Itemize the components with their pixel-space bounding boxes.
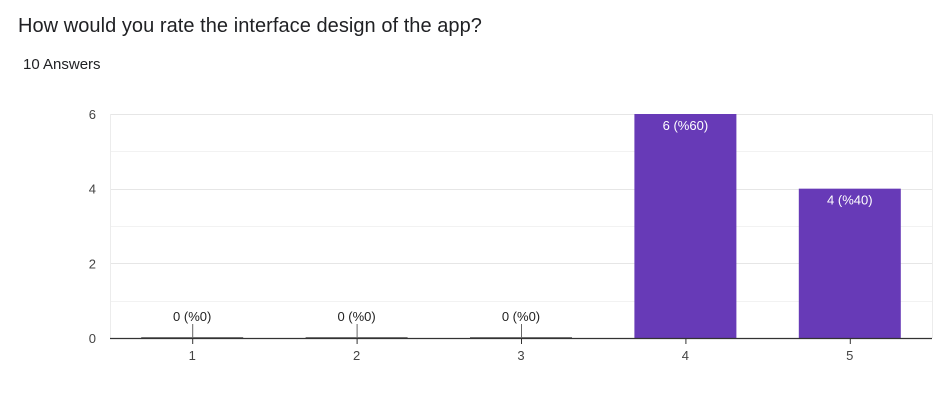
- y-tick-label: 6: [89, 107, 96, 122]
- data-labels: 0 (%0) 0 (%0) 0 (%0) 6 (%60) 4 (%40): [173, 118, 873, 338]
- data-label: 4 (%40): [827, 193, 873, 208]
- data-label: 0 (%0): [173, 309, 211, 324]
- grid-lines: [110, 114, 933, 338]
- data-label: 0 (%0): [337, 309, 375, 324]
- question-title: How would you rate the interface design …: [18, 15, 482, 37]
- x-tick-label: 2: [353, 348, 360, 363]
- data-label: 6 (%60): [663, 118, 709, 133]
- y-tick-label: 0: [89, 331, 96, 346]
- axes: 0 2 4 6 1 2 3 4 5: [89, 107, 932, 363]
- bar: [634, 114, 737, 338]
- x-tick-label: 4: [682, 348, 689, 363]
- bars: [141, 114, 901, 339]
- y-tick-label: 4: [89, 182, 96, 197]
- answers-count: 10 Answers: [23, 56, 101, 73]
- y-tick-label: 2: [89, 256, 96, 271]
- data-label: 0 (%0): [502, 309, 540, 324]
- x-tick-label: 3: [517, 348, 524, 363]
- x-tick-label: 5: [846, 348, 853, 363]
- x-tick-label: 1: [189, 348, 196, 363]
- bar: [798, 188, 901, 338]
